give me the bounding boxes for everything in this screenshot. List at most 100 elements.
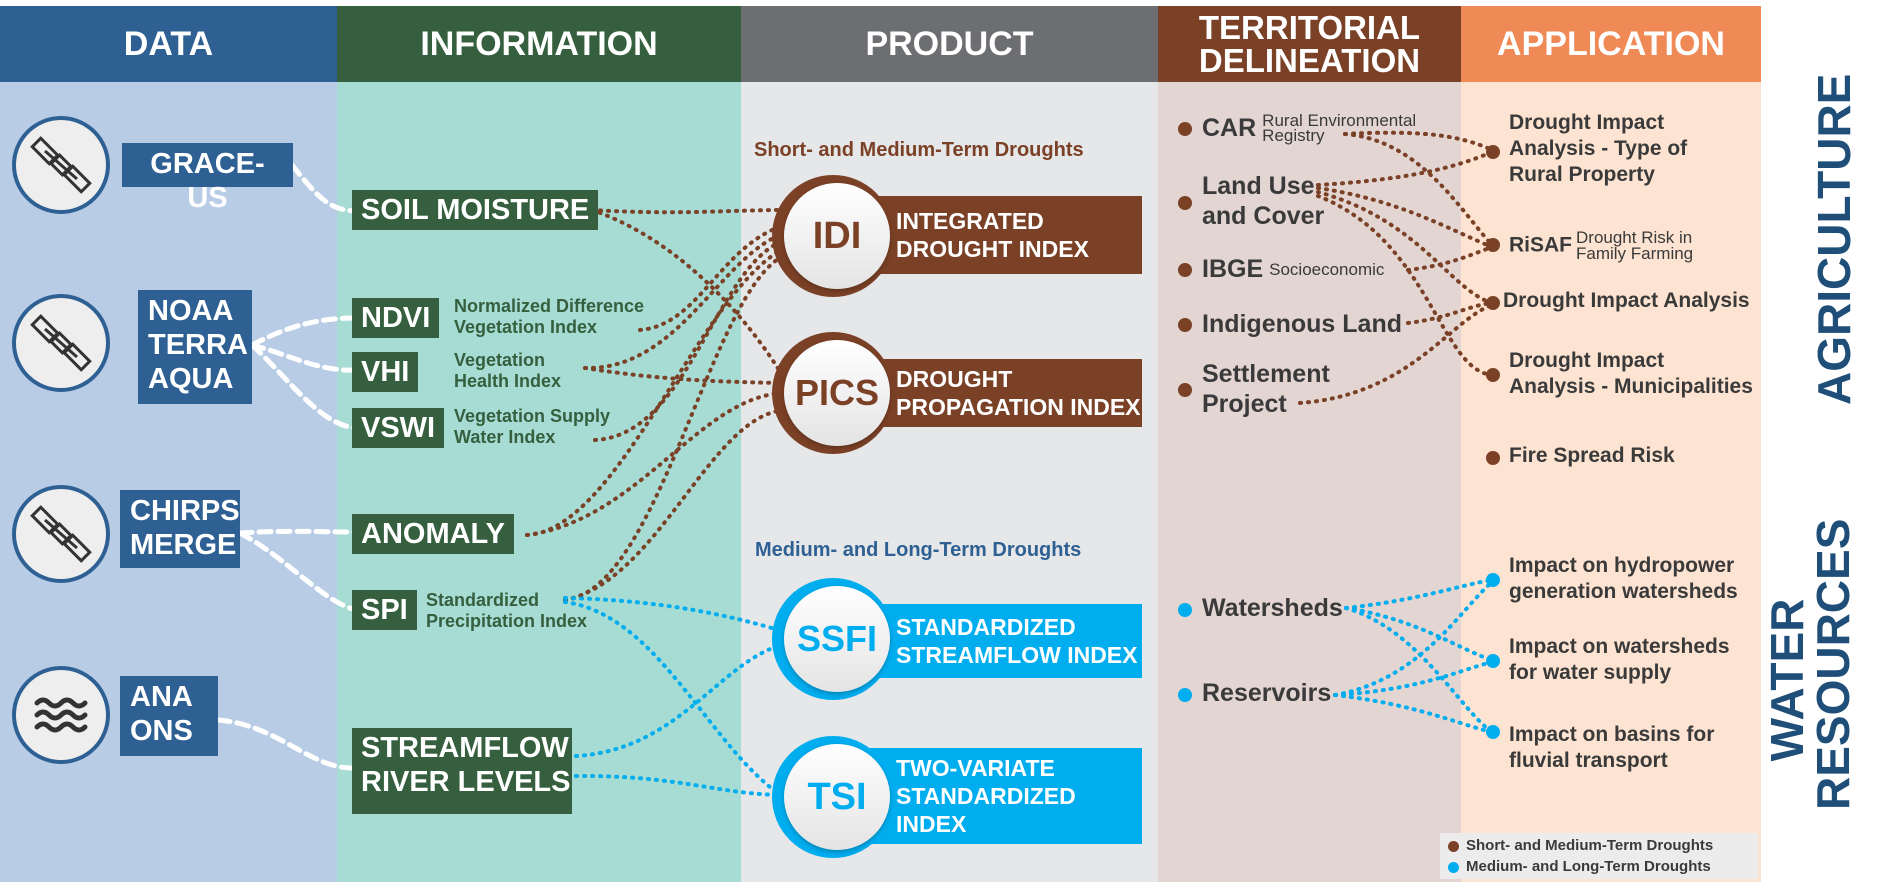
header-application-label: APPLICATION <box>1497 25 1725 63</box>
header-application: APPLICATION <box>1461 6 1761 82</box>
info-ndvi: NDVI <box>352 298 440 338</box>
info-vswi: VSWI <box>352 408 445 448</box>
satellite-icon <box>12 485 110 583</box>
product-idi-line: DROUGHT INDEX <box>896 236 1089 262</box>
bullet-dot <box>1486 451 1500 465</box>
satellite-icon <box>12 116 110 214</box>
header-data-label: DATA <box>123 25 214 63</box>
info-anomaly: ANOMALY <box>352 514 514 554</box>
territory-reservoirs: Reservoirs <box>1202 679 1332 707</box>
product-pics-badge: PICS <box>772 332 894 454</box>
bullet-dot <box>1486 654 1500 668</box>
sector-water-line1: WATER <box>1761 598 1813 762</box>
territory-ibge-desc: Socioeconomic <box>1269 260 1385 280</box>
app-fluvial: Impact on basins for fluvial transport <box>1509 722 1714 774</box>
sector-agriculture: AGRICULTURE <box>1808 73 1860 405</box>
product-tsi-line: TWO-VARIATE <box>896 755 1055 781</box>
product-ssfi-abbr: SSFI <box>784 586 890 692</box>
info-soil-moisture: SOIL MOISTURE <box>352 190 599 230</box>
info-soil-moisture-label: SOIL MOISTURE <box>361 194 590 226</box>
territory-settlement-line: Settlement <box>1202 360 1330 388</box>
water-waves-icon <box>12 666 110 764</box>
header-product: PRODUCT <box>741 6 1158 82</box>
app-supply: Impact on watersheds for water supply <box>1509 634 1730 686</box>
info-streamflow-line: STREAMFLOW <box>361 732 569 764</box>
bullet-dot <box>1178 122 1192 136</box>
source-noaa-line: AQUA <box>148 363 234 395</box>
product-tsi-badge: TSI <box>772 736 894 858</box>
app-dia-rural-line: Rural Property <box>1509 163 1655 186</box>
header-territorial-line2: DELINEATION <box>1198 42 1421 79</box>
product-pics-line: DROUGHT <box>896 366 1013 392</box>
bullet-dot <box>1486 238 1500 252</box>
territory-settlement-line: Project <box>1202 390 1287 418</box>
product-idi-badge: IDI <box>772 175 894 297</box>
info-streamflow-line: RIVER LEVELS <box>361 766 571 798</box>
app-hydro-line: Impact on hydropower <box>1509 554 1735 577</box>
app-hydro-line: generation watersheds <box>1509 580 1738 603</box>
info-vhi-label: VHI <box>361 356 410 388</box>
app-risaf-desc-line: Family Farming <box>1576 244 1694 263</box>
header-information-label: INFORMATION <box>420 25 658 63</box>
legend-long: Medium- and Long-Term Droughts <box>1448 858 1711 875</box>
product-ssfi-badge: SSFI <box>772 578 894 700</box>
product-tsi-line: STANDARDIZED <box>896 783 1076 809</box>
source-ana-line: ONS <box>130 715 193 747</box>
app-dia-rural-line: Analysis - Type of <box>1509 137 1688 160</box>
bullet-dot <box>1486 725 1500 739</box>
bullet-dot <box>1178 603 1192 617</box>
app-supply-line: Impact on watersheds <box>1509 635 1730 658</box>
app-supply-line: for water supply <box>1509 661 1672 684</box>
legend: Short- and Medium-Term Droughts Medium- … <box>1440 833 1758 879</box>
info-spi: SPI <box>352 590 417 630</box>
territory-indigenous: Indigenous Land <box>1202 310 1402 338</box>
product-pics-abbr: PICS <box>784 340 890 446</box>
source-grace-label: GRACE-US <box>150 148 265 214</box>
header-information: INFORMATION <box>337 6 741 82</box>
info-vswi-label: VSWI <box>361 412 436 444</box>
app-dia-rural-line: Drought Impact <box>1509 111 1665 134</box>
app-fluvial-line: Impact on basins for <box>1509 723 1715 746</box>
info-spi-desc-line: Standardized <box>426 590 540 610</box>
legend-brown-dot <box>1448 840 1459 852</box>
info-vhi-desc-line: Vegetation <box>454 350 546 370</box>
bullet-dot <box>1178 263 1192 277</box>
info-streamflow: STREAMFLOW RIVER LEVELS <box>352 728 572 814</box>
info-spi-desc-line: Precipitation Index <box>426 611 588 631</box>
bullet-dot <box>1486 573 1500 587</box>
app-risaf-desc-line: Drought Risk in <box>1576 228 1693 247</box>
legend-long-label: Medium- and Long-Term Droughts <box>1466 858 1711 875</box>
app-dia-rural: Drought Impact Analysis - Type of Rural … <box>1509 110 1687 188</box>
product-ssfi-line: STANDARDIZED <box>896 614 1076 640</box>
app-hydro: Impact on hydropower generation watershe… <box>1509 553 1738 605</box>
info-vhi-desc-line: Health Index <box>454 371 562 391</box>
product-tsi-abbr: TSI <box>784 744 890 850</box>
bullet-dot <box>1486 145 1500 159</box>
info-ndvi-desc-line: Vegetation Index <box>454 317 598 337</box>
product-pics-line: PROPAGATION INDEX <box>896 394 1141 420</box>
info-ndvi-desc-line: Normalized Difference <box>454 296 645 316</box>
source-noaa-line: NOAA <box>148 295 234 327</box>
bullet-dot <box>1178 318 1192 332</box>
product-tsi-line: INDEX <box>896 811 967 837</box>
bullet-dot <box>1486 296 1500 310</box>
satellite-icon <box>12 294 110 392</box>
app-dia-muni-line: Drought Impact <box>1509 349 1665 372</box>
territory-land-use: Land Use and Cover <box>1202 171 1324 231</box>
territory-car-desc-line: Rural Environmental <box>1262 111 1417 130</box>
app-fluvial-line: fluvial transport <box>1509 749 1668 772</box>
legend-short: Short- and Medium-Term Droughts <box>1448 837 1713 854</box>
info-vhi: VHI <box>352 352 419 392</box>
app-dia-muni: Drought Impact Analysis - Municipalities <box>1509 348 1753 400</box>
heading-short-term: Short- and Medium-Term Droughts <box>754 139 1084 161</box>
bullet-dot <box>1178 196 1192 210</box>
bullet-dot <box>1486 368 1500 382</box>
sector-water-line2: RESOURCES <box>1807 518 1859 810</box>
product-ssfi-line: STREAMFLOW INDEX <box>896 642 1138 668</box>
source-noaa-line: TERRA <box>148 329 248 361</box>
